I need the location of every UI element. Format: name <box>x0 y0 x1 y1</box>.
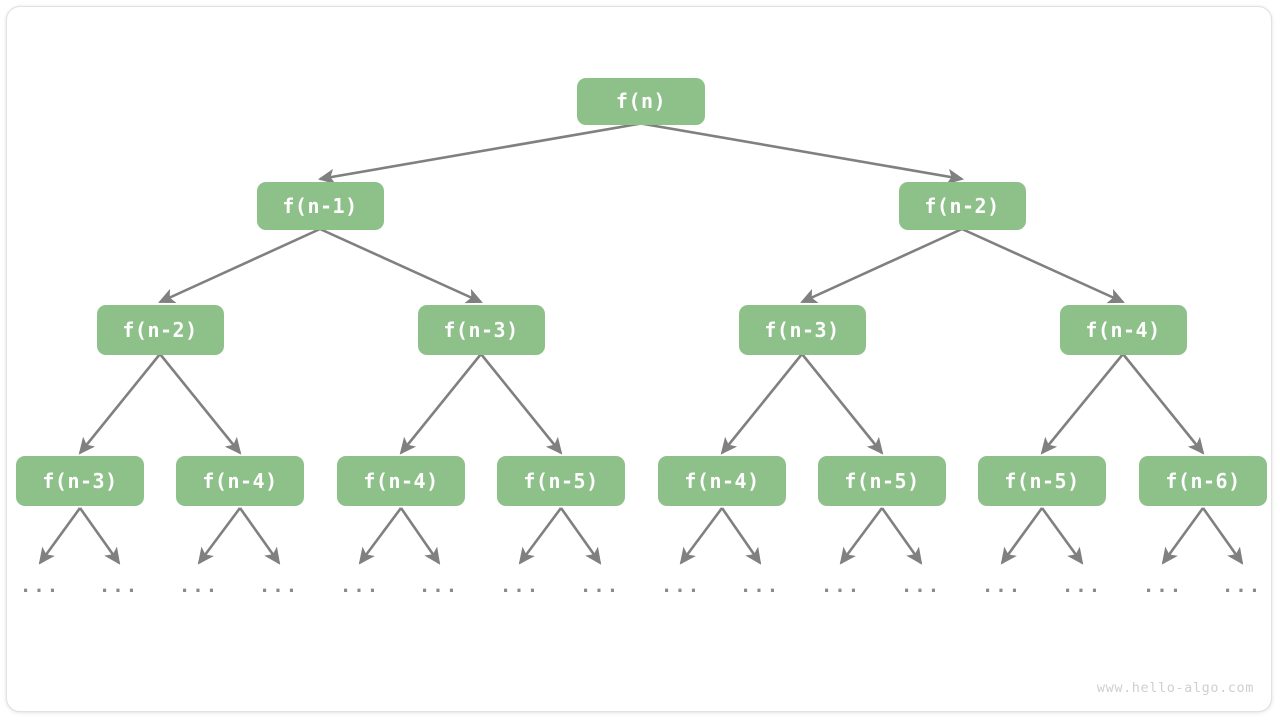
tree-node-n14: f(n-6) <box>1139 456 1267 506</box>
leaf-ellipsis: ... <box>178 575 220 597</box>
tree-node-label: f(n-3) <box>42 469 118 493</box>
tree-node-label: f(n-5) <box>1004 469 1080 493</box>
leaf-ellipsis: ... <box>739 575 781 597</box>
tree-node-label: f(n-4) <box>202 469 278 493</box>
tree-node-label: f(n-4) <box>684 469 760 493</box>
leaf-ellipsis: ... <box>660 575 702 597</box>
tree-node-n4: f(n-3) <box>417 305 545 355</box>
tree-node-label: f(n) <box>615 89 667 113</box>
leaf-ellipsis: ... <box>1142 575 1184 597</box>
leaf-ellipsis: ... <box>820 575 862 597</box>
leaf-ellipsis: ... <box>1061 575 1103 597</box>
tree-node-n3: f(n-2) <box>96 305 224 355</box>
tree-node-n8: f(n-4) <box>176 456 304 506</box>
leaf-ellipsis: ... <box>1221 575 1263 597</box>
leaf-ellipsis: ... <box>19 575 61 597</box>
tree-node-label: f(n-4) <box>363 469 439 493</box>
tree-node-n5: f(n-3) <box>738 305 866 355</box>
tree-node-label: f(n-4) <box>1085 318 1161 342</box>
tree-node-label: f(n-1) <box>282 194 358 218</box>
tree-node-label: f(n-2) <box>924 194 1000 218</box>
tree-node-label: f(n-5) <box>523 469 599 493</box>
watermark: www.hello-algo.com <box>1096 680 1254 696</box>
tree-node-n2: f(n-2) <box>898 182 1026 230</box>
tree-node-n10: f(n-5) <box>497 456 625 506</box>
leaf-ellipsis: ... <box>418 575 460 597</box>
tree-node-n7: f(n-3) <box>16 456 144 506</box>
tree-node-n1: f(n-1) <box>256 182 384 230</box>
leaf-ellipsis: ... <box>258 575 300 597</box>
tree-node-label: f(n-5) <box>844 469 920 493</box>
leaf-ellipsis: ... <box>579 575 621 597</box>
tree-node-n9: f(n-4) <box>337 456 465 506</box>
tree-node-n12: f(n-5) <box>818 456 946 506</box>
leaf-ellipsis: ... <box>981 575 1023 597</box>
leaf-ellipsis: ... <box>98 575 140 597</box>
leaf-ellipsis: ... <box>339 575 381 597</box>
leaf-ellipsis: ... <box>900 575 942 597</box>
tree-node-n13: f(n-5) <box>978 456 1106 506</box>
leaf-ellipsis: ... <box>499 575 541 597</box>
tree-node-n0: f(n) <box>577 77 705 125</box>
tree-node-n6: f(n-4) <box>1059 305 1187 355</box>
tree-node-label: f(n-6) <box>1165 469 1241 493</box>
tree-node-label: f(n-3) <box>764 318 840 342</box>
tree-node-label: f(n-3) <box>443 318 519 342</box>
tree-node-n11: f(n-4) <box>658 456 786 506</box>
tree-node-label: f(n-2) <box>122 318 198 342</box>
